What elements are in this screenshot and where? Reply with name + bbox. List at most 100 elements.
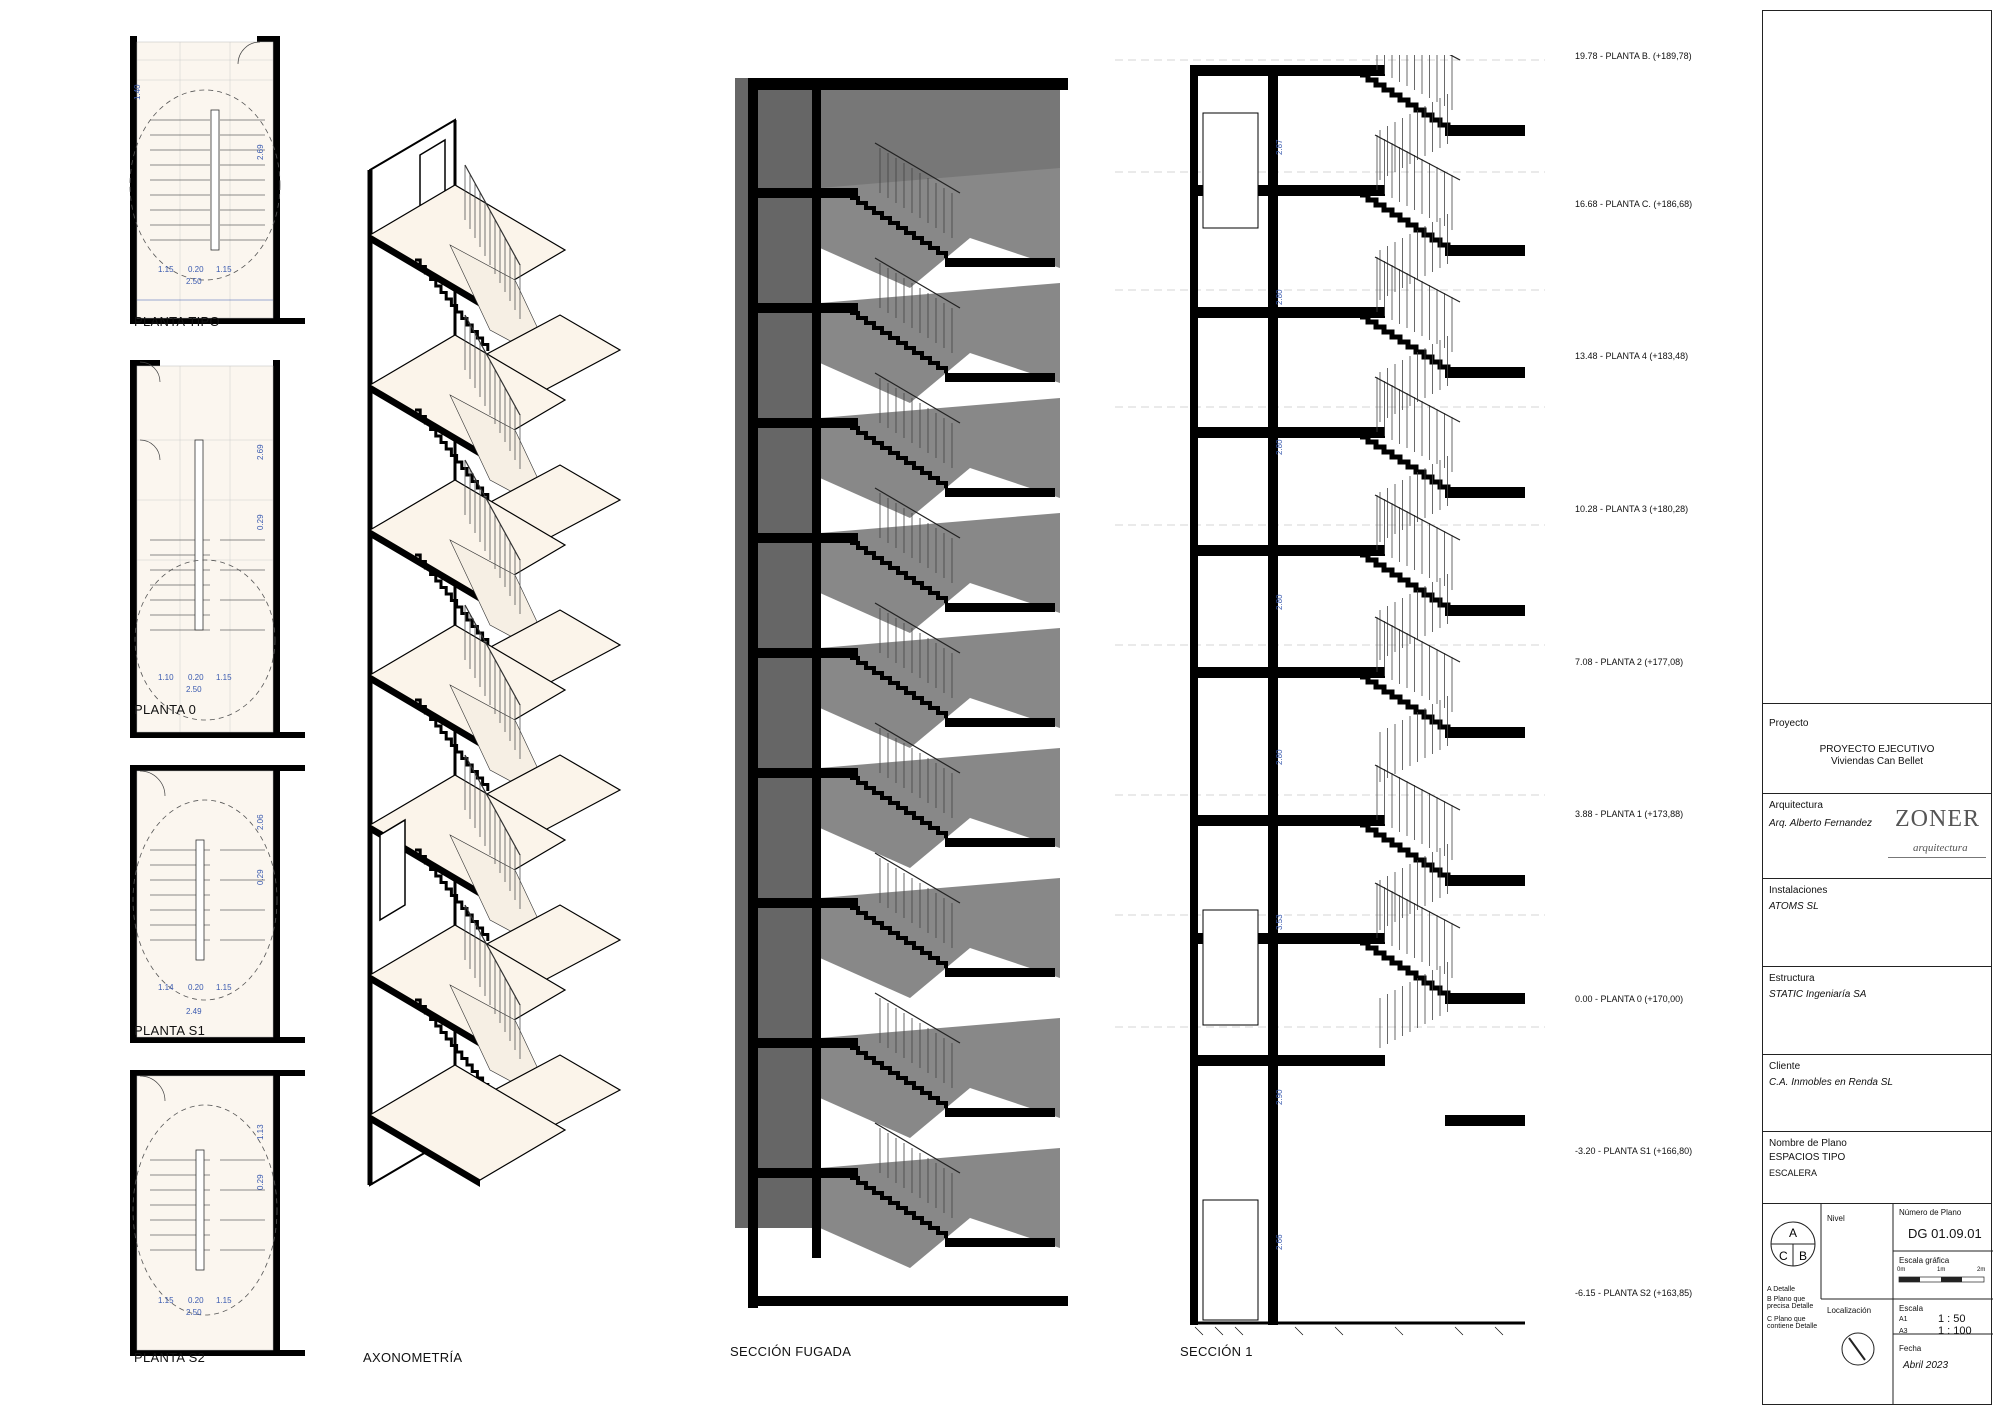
dim: 2.69: [256, 144, 265, 160]
scale-tick: 0m: [1897, 1267, 1906, 1273]
caption-planta-0: PLANTA 0: [134, 702, 197, 717]
dim: 1.15: [216, 983, 232, 992]
level-label: 0.00 - PLANTA 0 (+170,00): [1575, 994, 1684, 1004]
tb-caption: Instalaciones: [1769, 885, 1828, 896]
section-1: [1115, 55, 1545, 1336]
tb-scale-a1: 1 : 50: [1938, 1313, 1966, 1325]
tb-installer: ATOMS SL: [1769, 901, 1819, 912]
level-label: -3.20 - PLANTA S1 (+166,80): [1575, 1146, 1693, 1156]
tb-cliente: Cliente C.A. Inmobles en Renda SL: [1763, 1054, 1991, 1143]
dim: 0.29: [256, 1174, 265, 1190]
detail-letter: B: [1799, 1249, 1807, 1263]
dim: 2.66: [1275, 1234, 1284, 1250]
dim: 0.29: [256, 869, 265, 885]
dim: 2.80: [1275, 289, 1284, 305]
plan-s2: [130, 1070, 305, 1356]
tb-project-sub: Viviendas Can Bellet: [1830, 756, 1924, 767]
tb-caption: Arquitectura: [1769, 800, 1823, 811]
dim: 2.50: [186, 685, 202, 694]
level-label: -6.15 - PLANTA S2 (+163,85): [1575, 1288, 1693, 1298]
section1-floors: [1190, 55, 1525, 1126]
dim: 1.15: [216, 673, 232, 682]
logo-sub: arquitectura: [1913, 842, 1968, 854]
dim: 0.20: [188, 983, 204, 992]
plan-s1: [130, 765, 305, 1043]
tb-instalaciones: Instalaciones ATOMS SL: [1763, 878, 1991, 967]
tb-caption: Nivel: [1827, 1214, 1845, 1223]
dim: 2.49: [186, 1007, 202, 1016]
dim: 2.90: [1275, 1089, 1284, 1105]
tb-proyecto: Proyecto PROYECTO EJECUTIVO Viviendas Ca…: [1763, 703, 1991, 794]
tb-scale-label: A3: [1899, 1328, 1908, 1335]
tb-caption: Localización: [1827, 1306, 1872, 1315]
dim: 1.15: [216, 265, 232, 274]
tb-caption: Escala: [1899, 1304, 1924, 1313]
axonometry-drawing: [367, 118, 622, 1187]
tb-sheet-number: DG 01.09.01: [1908, 1226, 1982, 1241]
level-label: 13.48 - PLANTA 4 (+183,48): [1575, 351, 1689, 361]
tb-caption: Proyecto: [1769, 718, 1809, 729]
dim: 2.80: [1275, 749, 1284, 765]
tb-date: Abril 2023: [1903, 1360, 1949, 1371]
scale-tick: 2m: [1977, 1267, 1986, 1273]
scale-tick: 1m: [1937, 1267, 1946, 1273]
caption-planta-s2: PLANTA S2: [134, 1350, 206, 1365]
tb-caption: Escala gráfica: [1899, 1256, 1950, 1265]
tb-caption: Nombre de Plano: [1769, 1138, 1847, 1149]
dim: 1.13: [256, 1124, 265, 1140]
logo-text: ZONER: [1895, 806, 1980, 832]
dim: 1.14: [158, 983, 174, 992]
tb-scale-label: A1: [1899, 1316, 1908, 1323]
tb-client: C.A. Inmobles en Renda SL: [1769, 1077, 1893, 1088]
level-label: 10.28 - PLANTA 3 (+180,28): [1575, 504, 1689, 514]
dim: 1.15: [158, 1296, 174, 1305]
title-block: Proyecto PROYECTO EJECUTIVO Viviendas Ca…: [1762, 10, 1993, 1407]
axo-flights: [368, 164, 622, 1187]
plan-views: 1.15 0.20 1.15 2.50 1.40 2.69 1.10 0.20 …: [129, 36, 305, 1356]
tb-arquitectura: Arquitectura Arq. Alberto Fernandez ZONE…: [1763, 793, 1991, 879]
caption-axonometria: AXONOMETRÍA: [363, 1350, 463, 1365]
perspective-section: [735, 78, 1068, 1308]
caption-seccion-fugada: SECCIÓN FUGADA: [730, 1344, 852, 1359]
tb-project-name: PROYECTO EJECUTIVO: [1819, 744, 1935, 755]
dim: 2.50: [186, 277, 202, 286]
tb-legend: A Detalle: [1767, 1286, 1796, 1293]
caption-planta-s1: PLANTA S1: [134, 1023, 206, 1038]
plan-0: [130, 360, 305, 738]
dim: 0.20: [188, 673, 204, 682]
dim: 2.80: [1275, 594, 1284, 610]
tb-sheet-name: ESPACIOS TIPO: [1769, 1152, 1846, 1163]
tb-caption: Fecha: [1899, 1344, 1922, 1353]
tb-legend: C Plano que contiene Detalle: [1767, 1316, 1818, 1330]
dim: 3.53: [1275, 914, 1284, 930]
tb-bottom: A C B Nivel Número de Plano DG 01.09.01 …: [1763, 1203, 1993, 1407]
dim: 1.40: [133, 84, 142, 100]
detail-letter: C: [1779, 1249, 1788, 1263]
level-label: 16.68 - PLANTA C. (+186,68): [1575, 199, 1693, 209]
dim: 1.15: [216, 1296, 232, 1305]
dim: 0.20: [188, 1296, 204, 1305]
tb-scale-a3: 1 : 100: [1938, 1325, 1972, 1337]
tb-legend: B Plano que precisa Detalle: [1767, 1296, 1814, 1310]
tb-sheet-sub: ESCALERA: [1769, 1168, 1818, 1178]
dim: 1.15: [158, 265, 174, 274]
fugada-levels: [748, 142, 1060, 1268]
tb-nombre: Nombre de Plano ESPACIOS TIPO ESCALERA: [1763, 1131, 1991, 1212]
dim: 0.20: [188, 265, 204, 274]
dim: 2.50: [186, 1308, 202, 1317]
section-dimensions: 2.87 2.80 2.80 2.80 2.80 3.53 2.90 2.66: [1275, 139, 1284, 1250]
tb-caption: Número de Plano: [1899, 1208, 1962, 1217]
tb-grid: A C B: [1770, 1204, 1993, 1404]
tb-estructura: Estructura STATIC Ingeniaría SA: [1763, 966, 1991, 1055]
dim: 2.06: [256, 814, 265, 830]
dim: 0.29: [256, 514, 265, 530]
dim: 2.80: [1275, 439, 1284, 455]
plan-tipo: [129, 36, 305, 324]
dim: 2.69: [256, 444, 265, 460]
dim: 1.10: [158, 673, 174, 682]
level-label: 7.08 - PLANTA 2 (+177,08): [1575, 657, 1684, 667]
level-label: 19.78 - PLANTA B. (+189,78): [1575, 51, 1692, 61]
dim: 2.87: [1275, 139, 1284, 155]
detail-letter: A: [1789, 1226, 1797, 1240]
tb-caption: Cliente: [1769, 1061, 1801, 1072]
